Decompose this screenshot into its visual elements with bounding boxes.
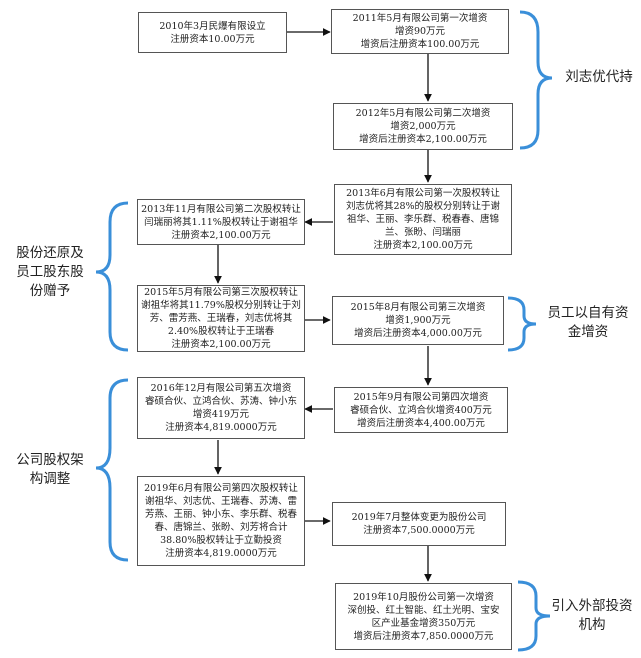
bracket-right-3: [507, 296, 537, 352]
phase-label-share-restoration: 股份还原及 员工股东股 份赠予: [16, 245, 84, 299]
phase-label-nominee-holding: 刘志优代持: [565, 69, 633, 85]
event-box-b10: 2019年6月有限公司第四次股权转让 谢祖华、刘志优、王瑞春、苏涛、雷 芳燕、王…: [137, 476, 305, 566]
event-box-b6: 2015年5月有限公司第三次股权转让 谢祖华将其11.79%股权分别转让于刘 芳…: [137, 285, 305, 352]
event-box-b9: 2016年12月有限公司第五次增资 睿硕合伙、立鸿合伙、苏涛、钟小东 增资419…: [137, 377, 305, 439]
event-box-b4: 2013年6月有限公司第一次股权转让 刘志优将其28%的股权分别转让于谢 祖华、…: [334, 184, 512, 255]
bracket-left-2: [95, 201, 129, 352]
bracket-right-1: [519, 10, 553, 150]
event-box-b8: 2015年9月有限公司第四次增资 睿硕合伙、立鸿合伙增资400万元 增资后注册资…: [334, 387, 508, 433]
event-box-b3: 2012年5月有限公司第二次增资 增资2,000万元 增资后注册资本2,100.…: [333, 103, 513, 150]
phase-label-equity-restructure: 公司股权架 构调整: [16, 452, 84, 487]
event-box-b7: 2015年8月有限公司第三次增资 增资1,900万元 增资后注册资本4,000.…: [332, 296, 504, 345]
phase-label-external-investors: 引入外部投资 机构: [551, 598, 633, 633]
event-box-b1: 2010年3月民爆有限设立 注册资本10.00万元: [138, 12, 287, 53]
event-box-b2: 2011年5月有限公司第一次增资 增资90万元 增资后注册资本100.00万元: [331, 9, 509, 54]
event-box-b5: 2013年11月有限公司第二次股权转让 闫瑞丽将其1.11%股权转让于谢祖华 注…: [137, 199, 305, 245]
bracket-left-4: [95, 378, 129, 562]
phase-label-employee-capital: 员工以自有资 金增资: [547, 305, 629, 340]
event-box-b12: 2019年10月股份公司第一次增资 深创投、红土智能、红土光明、宝安 区产业基金…: [335, 583, 512, 650]
event-box-b11: 2019年7月整体变更为股份公司 注册资本7,500.0000万元: [332, 502, 506, 546]
bracket-right-5: [517, 580, 551, 652]
